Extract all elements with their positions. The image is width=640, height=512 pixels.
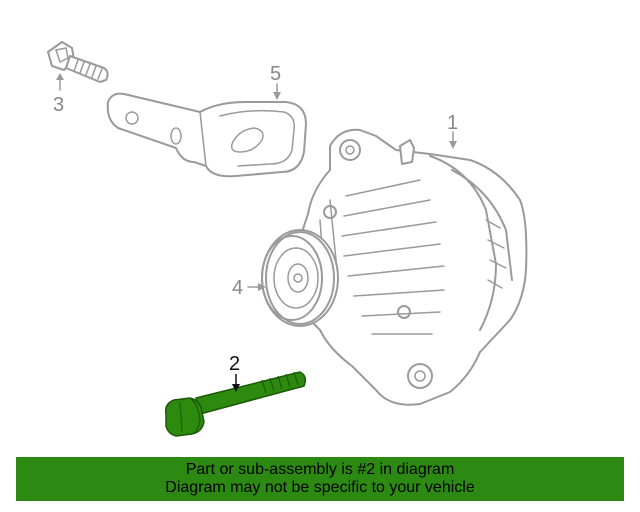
callout-1-label: 1 <box>447 112 458 134</box>
callout-3: 3 <box>53 73 64 116</box>
banner-line-2: Diagram may not be specific to your vehi… <box>165 479 475 496</box>
callout-1: 1 <box>447 112 458 149</box>
callout-4-label: 4 <box>232 277 243 299</box>
parts-diagram: 3 5 1 <box>47 41 528 437</box>
bolt-part-highlighted[interactable] <box>164 371 307 437</box>
callout-3-label: 3 <box>53 94 64 116</box>
callout-4: 4 <box>232 277 266 299</box>
info-banner: Part or sub-assembly is #2 in diagram Di… <box>16 457 624 501</box>
alternator-part[interactable] <box>293 128 528 406</box>
callout-5: 5 <box>270 63 281 100</box>
callout-2: 2 <box>229 353 240 392</box>
banner-line-1: Part or sub-assembly is #2 in diagram <box>185 461 455 478</box>
bracket-part[interactable] <box>106 92 307 178</box>
mount-bolt-part[interactable] <box>47 41 109 83</box>
callout-5-label: 5 <box>270 63 281 85</box>
pulley-part[interactable] <box>261 229 339 327</box>
callout-2-label: 2 <box>229 353 240 375</box>
